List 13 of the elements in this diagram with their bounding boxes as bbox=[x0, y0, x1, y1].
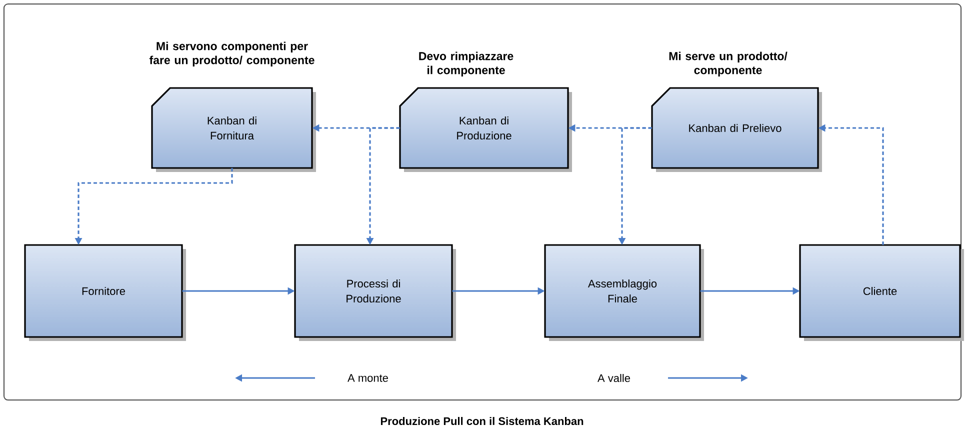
direction-label: A monte bbox=[348, 374, 388, 382]
process-box: Fornitore bbox=[24, 244, 186, 341]
kanban-card: Kanban di Fornitura bbox=[151, 87, 316, 172]
heading: Mi serve un prodotto/ componente bbox=[669, 52, 788, 76]
kanban-card: Kanban di Prelievo bbox=[651, 87, 822, 172]
caption: Produzione Pull con il Sistema Kanban bbox=[380, 416, 584, 426]
process-box: Assemblaggio Finale bbox=[544, 244, 704, 341]
heading: Devo rimpiazzare il componente bbox=[419, 52, 514, 76]
direction-label: A valle bbox=[598, 374, 630, 382]
heading: Mi servono componenti per fare un prodotto/ componente bbox=[149, 42, 314, 66]
kanban-card: Kanban di Produzione bbox=[399, 87, 572, 172]
process-box: Cliente bbox=[799, 244, 964, 341]
process-box: Processi di Produzione bbox=[294, 244, 456, 341]
